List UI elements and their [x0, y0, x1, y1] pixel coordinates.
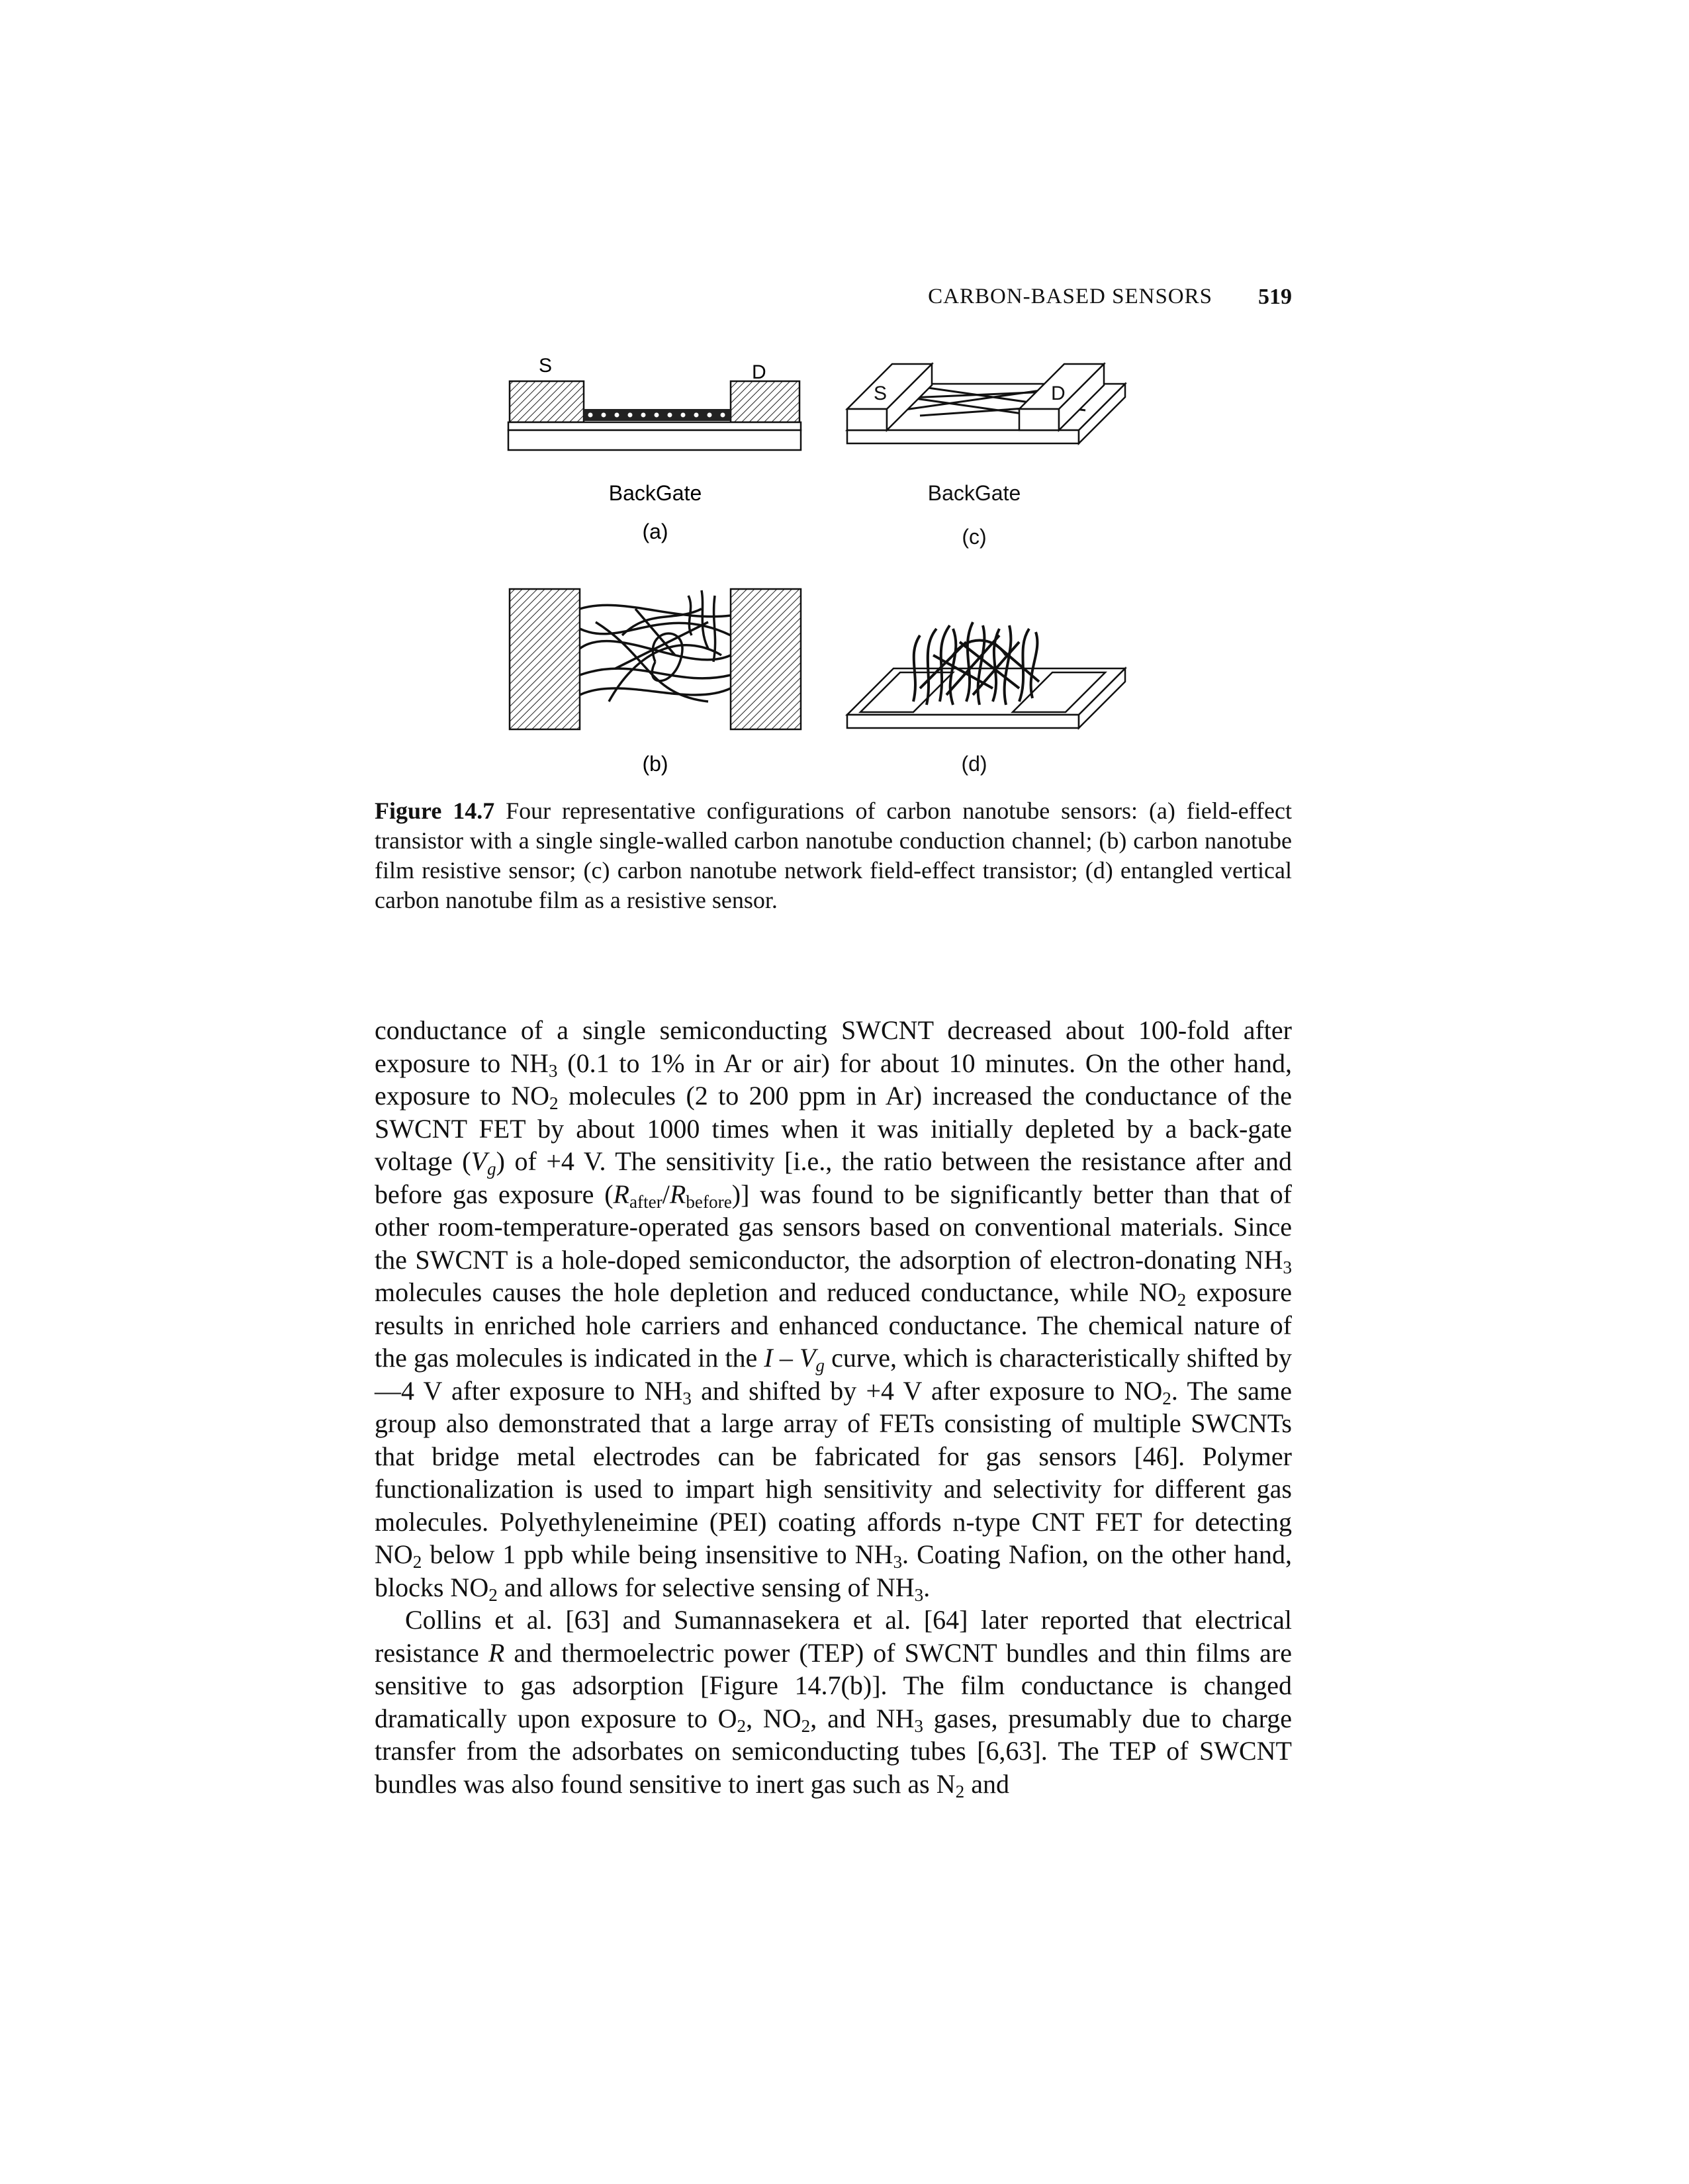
panel-c-drain-electrode: [1017, 361, 1107, 433]
panel-a-drain-label: D: [752, 361, 766, 383]
figure-14-7: S D BackGate (a): [507, 355, 1128, 776]
panel-c-substrate-side: [1077, 381, 1126, 446]
paragraph: conductance of a single semiconducting S…: [375, 1015, 1293, 1605]
panel-a-oxide-layer: [507, 421, 802, 432]
figure-label: Figure 14.7: [375, 797, 495, 824]
running-head: CARBON-BASED SENSORS: [928, 285, 1212, 308]
panel-d-substrate-front: [846, 713, 1080, 729]
panel-c: S D BackGate (c): [844, 361, 1128, 549]
panel-b-nanotube-film: [578, 590, 731, 703]
panel-a-label: (a): [642, 520, 668, 543]
panel-b-right-electrode: [729, 588, 802, 731]
panel-b-label: (b): [642, 752, 668, 776]
panel-a-drain-electrode: [729, 380, 801, 424]
panel-a: S D BackGate (a): [507, 355, 802, 543]
panel-a-backgate-label: BackGate: [609, 481, 702, 505]
panel-a-source-electrode: [508, 380, 585, 424]
paragraph: Collins et al. [63] and Sumannasekera et…: [375, 1605, 1292, 1801]
panel-c-label: (c): [962, 525, 986, 549]
page-header: CARBON-BASED SENSORS 519: [375, 285, 1292, 318]
panel-d-substrate-side: [1077, 666, 1126, 731]
panel-c-backgate-label: BackGate: [928, 481, 1021, 505]
panel-c-source-electrode: [844, 361, 935, 433]
body-text: conductance of a single semiconducting S…: [375, 1014, 1292, 1800]
panel-b-left-electrode: [508, 588, 581, 731]
panel-d-vertical-nanotubes: [912, 621, 1040, 705]
panel-a-backgate: [507, 429, 802, 451]
panel-b: (b): [508, 588, 802, 776]
panel-c-substrate-front: [846, 429, 1080, 445]
panel-d-right-pad: [1010, 671, 1108, 713]
panel-a-nanotube-dots: [588, 412, 725, 418]
figure-caption: Figure 14.7 Four representative configur…: [375, 796, 1292, 915]
panel-c-source-label: S: [874, 383, 887, 404]
panel-d-label: (d): [961, 752, 987, 776]
page-number: 519: [1258, 285, 1292, 309]
panel-d: (d): [844, 621, 1128, 776]
caption-text: Four representative configurations of ca…: [375, 797, 1292, 913]
panel-a-source-label: S: [539, 355, 552, 377]
panel-c-drain-label: D: [1051, 383, 1066, 404]
